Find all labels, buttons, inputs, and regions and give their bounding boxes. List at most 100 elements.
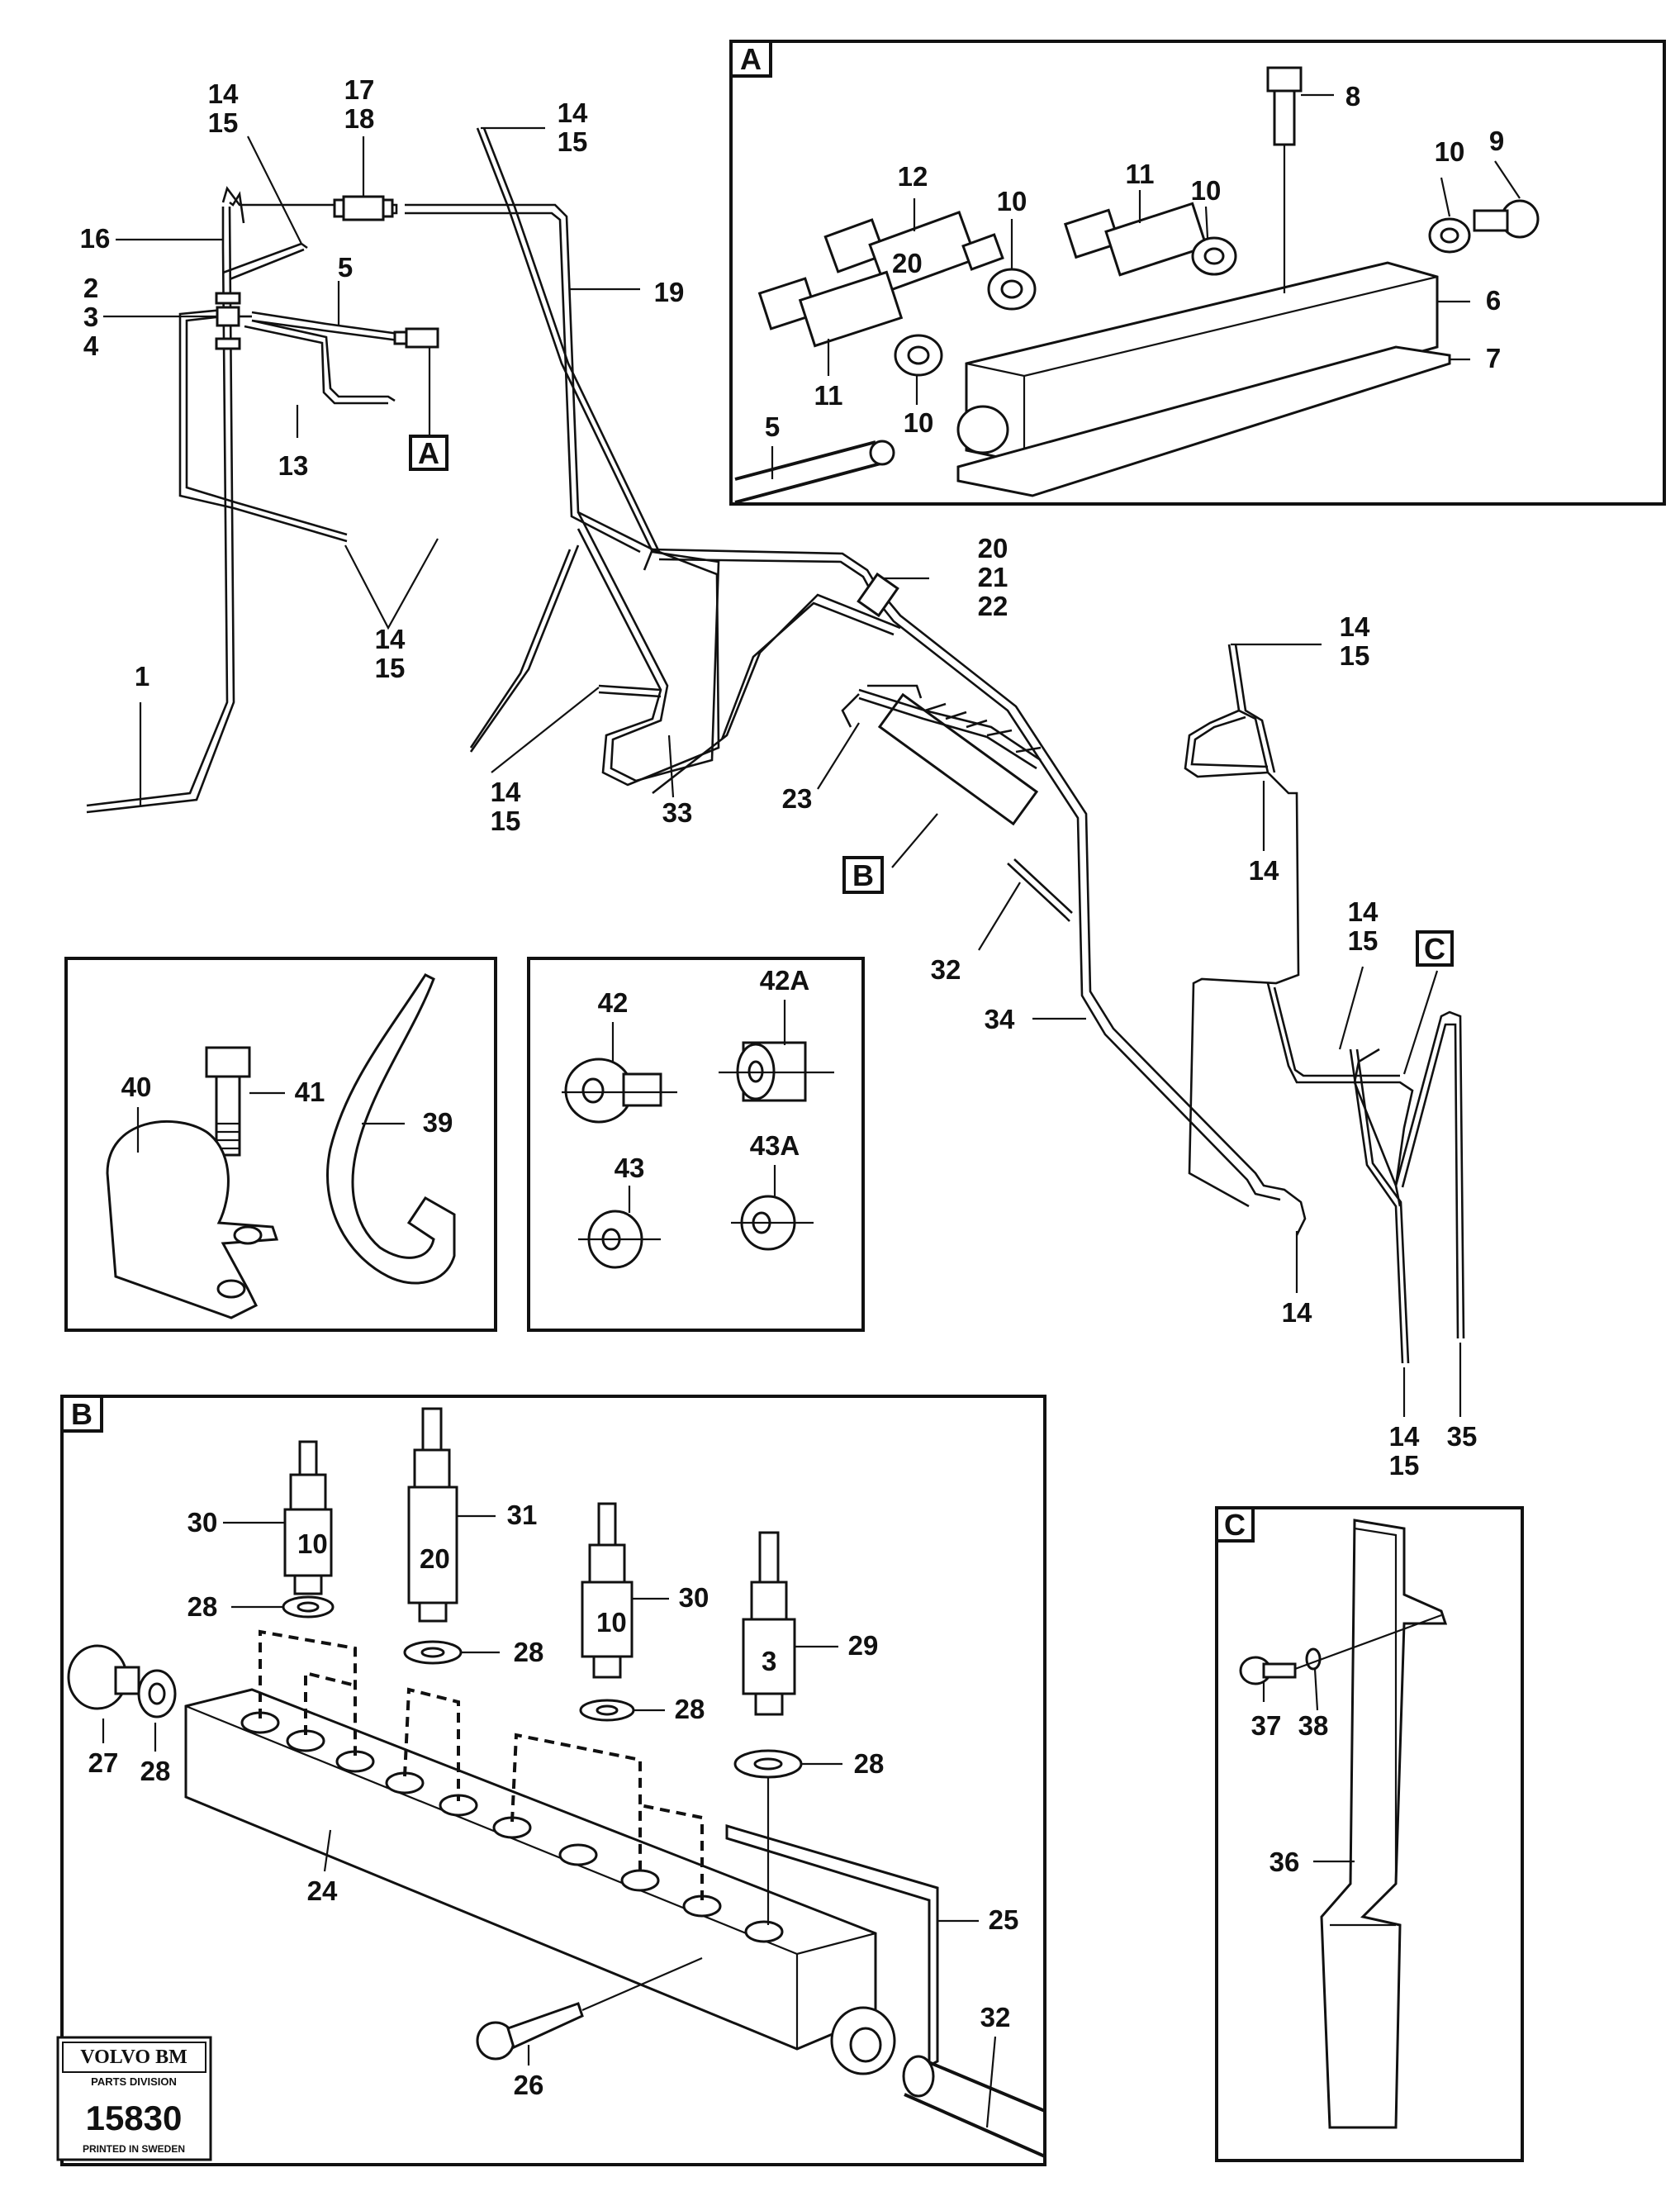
label-14-top-left: 14 [208,78,239,109]
bolt-26-axis [581,1956,703,2012]
union-small-2 [215,337,241,350]
fitting-30-right: 10 [581,1502,634,1679]
label-41: 41 [295,1077,325,1107]
label-b-29: 29 [848,1630,879,1661]
label-15-mid-centre: 15 [491,806,521,836]
label-c-37: 37 [1251,1710,1282,1741]
cable-tie-39 [326,973,456,1285]
label-a-11-lower: 11 [814,380,843,411]
bolt-26-shank [506,2002,584,2050]
fitting-12: 20 [823,211,1004,293]
fitting-42-thread [622,1072,662,1107]
leader-c-38 [1313,1668,1319,1711]
pipe-to-block [841,684,923,728]
pipe-32-detail [904,2056,1046,2158]
fitting-29: 3 [742,1531,796,1716]
washer-10-a-hole [1000,279,1023,299]
label-2: 2 [83,273,98,303]
bolt-26 [476,2002,584,2061]
hole-8 [620,1869,660,1892]
pipe-bundle-b [858,688,1042,770]
pipe-c-link [1353,1048,1398,1186]
bracket-36 [1320,1519,1448,2129]
detail-clamp-frame [64,957,497,1332]
plug-9-thread [1473,209,1509,232]
label-43a: 43A [750,1130,800,1161]
label-3: 3 [83,302,98,332]
label-b-32: 32 [980,2002,1011,2032]
label-16: 16 [80,223,111,254]
label-15-right-2: 15 [1348,925,1379,956]
washer-10-c-hole [907,345,930,365]
washer-28-e-hole [148,1682,166,1705]
pipe-14-right-top [1188,644,1300,1208]
label-b-25: 25 [989,1904,1019,1935]
label-b-28-d: 28 [854,1748,885,1779]
label-a-7: 7 [1486,343,1501,373]
fitting-30-right-nut [588,1543,626,1584]
fitting-30-left: 10 [283,1440,333,1595]
bolt-8-shank [1273,89,1296,146]
callout-a-letter: A [418,436,439,470]
pipe-32-end [902,2055,935,2098]
fitting-mark-3: 3 [762,1646,776,1676]
pipe-19 [405,203,654,571]
fitting-mark-20: 20 [420,1543,450,1574]
fitting-30-right-tip [597,1502,617,1547]
logo-brand: VOLVO BM [80,2047,187,2068]
label-b-24: 24 [307,1875,338,1906]
plate-7 [956,345,1451,497]
fitting-31-thread [418,1601,448,1623]
washer-10-b-hole [1203,247,1225,265]
detail-b-frame [60,1395,1046,2166]
label-14-right-2: 14 [1348,896,1379,927]
callout-c-box [1416,930,1454,967]
fitting-42-bore [581,1077,605,1104]
label-15-top-centre: 15 [558,126,588,157]
label-15-bottom-right: 15 [1389,1450,1420,1481]
union-a-nut [393,330,408,345]
callout-c: C [1416,930,1454,967]
detail-a-tag [729,40,772,78]
label-14-right-1: 14 [1249,855,1279,886]
label-a-10-c: 10 [904,407,934,438]
leader-c-main [1402,970,1439,1075]
label-b-28-a: 28 [187,1591,218,1622]
label-c-36: 36 [1269,1847,1300,1877]
fitting-mark-20: 20 [892,248,923,278]
label-14-mid-left: 14 [375,624,406,654]
bracket-36-edge [1330,1527,1398,1927]
leader-a-9 [1494,160,1521,199]
pipe-loop-left [178,308,348,543]
washer-10-right-hole [1440,227,1459,244]
dash-bracket-3 [403,1687,460,1801]
detail-a: A 20 [729,40,1666,506]
callout-b: B [842,856,884,894]
label-b-31: 31 [507,1500,538,1530]
dash-bracket-1 [259,1629,357,1756]
label-14-right-3: 14 [1282,1297,1312,1328]
leader-a-10d [1440,177,1451,217]
fitting-29-body [742,1618,796,1695]
label-14-top-centre: 14 [558,97,588,128]
label-18: 18 [344,103,375,134]
hole-7 [558,1843,598,1866]
clamp-40-hole [233,1225,263,1245]
label-a-11-upper: 11 [1126,159,1155,189]
label-17: 17 [344,74,375,105]
fitting-12-thread [961,233,1004,271]
main-piping-layout [86,127,1465,1364]
fitting-mark-10-a: 10 [297,1528,328,1559]
fitting-11-upper [1063,202,1208,277]
detail-fittings: 42 42A 43 43A [527,957,865,1332]
label-b-27: 27 [88,1747,119,1778]
leader-14-mc [491,687,600,773]
label-32-main: 32 [931,954,961,985]
leader-b-32 [985,2036,997,2128]
pipe-34 [652,548,1307,1236]
label-b-30-right: 30 [679,1582,709,1613]
logo-division: PARTS DIVISION [91,2075,177,2088]
callout-a: A [409,435,448,471]
callout-c-letter: C [1424,932,1445,966]
